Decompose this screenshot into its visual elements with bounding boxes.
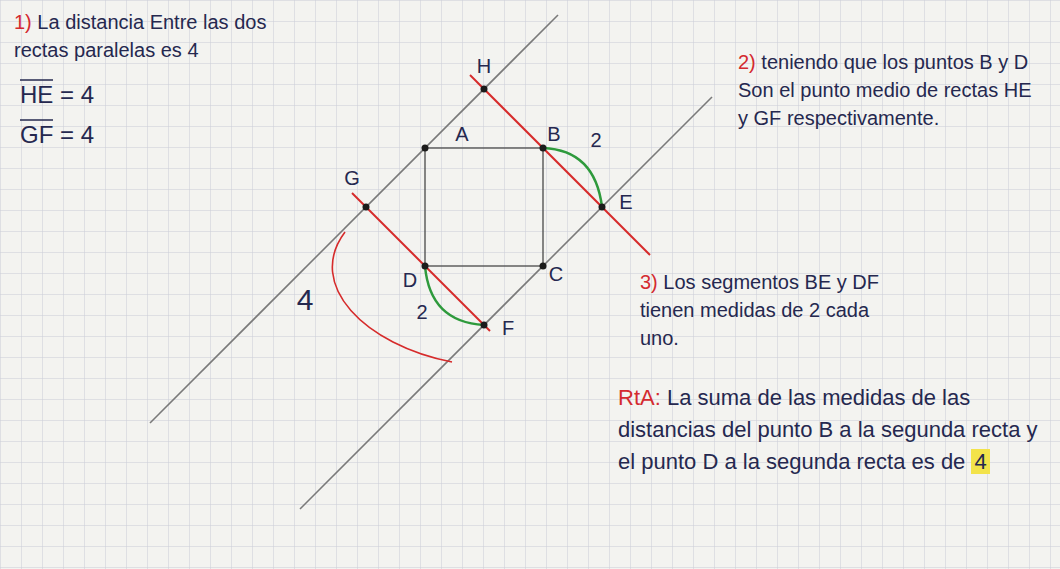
segment-measure-group: HE = 4 (20, 82, 94, 108)
point-label: F (502, 317, 514, 339)
point (422, 263, 429, 270)
perpendicular-line (470, 75, 650, 255)
distance-label-group: 4 (297, 285, 314, 315)
answer-text-group: RtA: La suma de las medidas de las dista… (618, 382, 1038, 478)
point (481, 322, 488, 329)
segment-measure: GF = 4 (20, 121, 94, 148)
note-text: La distancia Entre las dos rectas parale… (14, 11, 266, 61)
distance-label: 4 (297, 283, 314, 316)
point-label-group: F (502, 318, 514, 338)
segment-overline (20, 79, 53, 81)
square (425, 148, 543, 266)
step-number: RtA: (618, 385, 661, 410)
point-label: A (455, 123, 468, 145)
point-label-group: C (549, 264, 563, 284)
point-label: C (549, 263, 563, 285)
length-label: 2 (416, 301, 427, 323)
point-label-group: H (477, 56, 491, 76)
note-text: Los segmentos BE y DF tienen medidas de … (640, 271, 879, 349)
point (540, 145, 547, 152)
point-label: E (619, 191, 632, 213)
note-text: teniendo que los puntos B y D Son el pun… (738, 51, 1032, 129)
point-label-group: G (344, 168, 360, 188)
points (363, 86, 606, 329)
point (481, 86, 488, 93)
segment-arc (425, 266, 484, 325)
point (599, 204, 606, 211)
segment-arc (543, 148, 602, 207)
step-number: 1) (14, 11, 32, 33)
point-label-group: A (455, 124, 468, 144)
point (422, 145, 429, 152)
note-text-group: 2) teniendo que los puntos B y D Son el … (738, 48, 1038, 132)
length-label-group: 2 (416, 302, 427, 322)
perpendicular-line (352, 193, 490, 331)
note-text-group: 3) Los segmentos BE y DF tienen medidas … (640, 268, 900, 352)
parallel-line (150, 15, 558, 423)
point-label: D (403, 269, 417, 291)
answer-value: 4 (971, 449, 989, 474)
length-label-group: 2 (590, 130, 601, 150)
point (540, 263, 547, 270)
point (363, 204, 370, 211)
segment-measure-group: GF = 4 (20, 122, 94, 148)
point-label-group: D (403, 270, 417, 290)
point-label-group: B (547, 124, 560, 144)
point-label: G (344, 167, 360, 189)
step-number: 2) (738, 51, 756, 73)
segment-overline (20, 119, 53, 121)
point-label: H (477, 55, 491, 77)
point-label: B (547, 123, 560, 145)
length-label: 2 (590, 129, 601, 151)
segment-measure: HE = 4 (20, 81, 94, 108)
point-label-group: E (619, 192, 632, 212)
note-text-group: 1) La distancia Entre las dos rectas par… (14, 8, 314, 64)
step-number: 3) (640, 271, 658, 293)
distance-bracket (332, 232, 452, 362)
